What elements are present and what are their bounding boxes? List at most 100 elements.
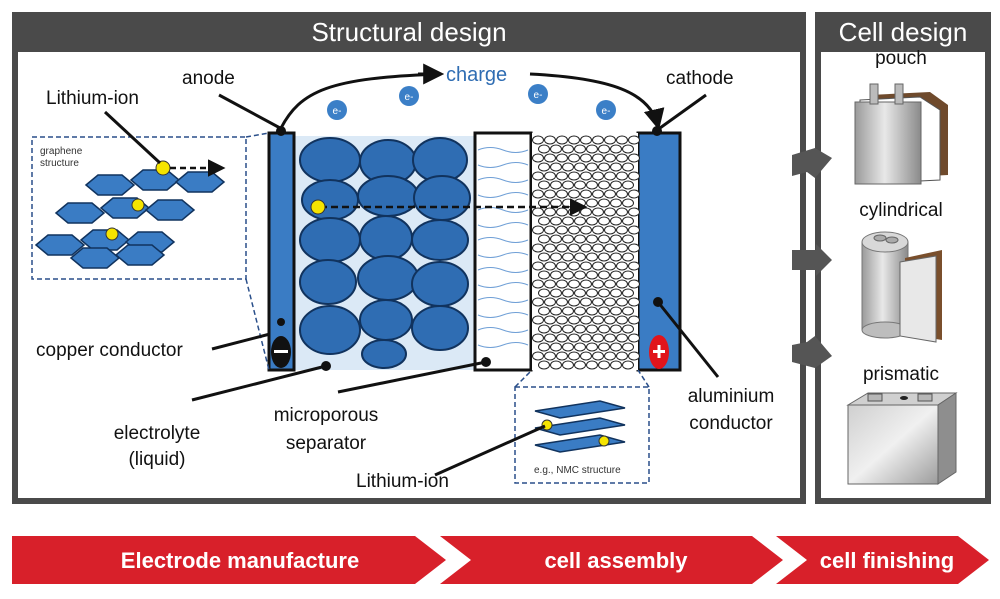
cathode-grain: [580, 261, 592, 271]
cathode-grain: [610, 234, 622, 244]
cathode-grain: [574, 306, 586, 316]
cathode-grain: [574, 162, 586, 172]
cathode-grain: [592, 279, 604, 289]
process-arrows: [12, 536, 989, 584]
cathode-grain: [592, 207, 604, 217]
microporous-label: microporous: [273, 405, 379, 426]
cathode-grain: [538, 234, 550, 244]
cathode-grain: [616, 261, 628, 271]
cathode-grain: [544, 333, 556, 343]
process-step-2: [440, 536, 783, 584]
cathode-grain: [562, 270, 574, 280]
cathode-grain: [544, 153, 556, 163]
cathode-grain: [598, 144, 610, 154]
cathode-grain: [622, 144, 634, 154]
cathode-grain: [574, 288, 586, 298]
callout-dots: [277, 297, 663, 371]
cathode-grain: [586, 234, 598, 244]
cathode-grain: [598, 270, 610, 280]
cathode-grain: [568, 315, 580, 325]
cathode-connection-dot: [652, 126, 662, 136]
cathode-grain: [550, 162, 562, 172]
cathode-grain: [616, 279, 628, 289]
cathode-grain: [622, 216, 634, 226]
cathode-grain: [580, 243, 592, 253]
cathode-grain: [532, 171, 544, 181]
cathode-grain: [622, 270, 634, 280]
separator-fibers: [477, 147, 529, 348]
cathode-grain: [580, 315, 592, 325]
cathode-grain: [550, 324, 562, 334]
cathode-grain: [574, 342, 586, 352]
cathode-grain: [598, 306, 610, 316]
cathode-grain: [538, 216, 550, 226]
cathode-grain: [562, 162, 574, 172]
cathode-grain: [568, 189, 580, 199]
lithium-ion-label-bottom: Lithium-ion: [356, 471, 449, 492]
cathode-grain: [598, 342, 610, 352]
cell-type-pouch: pouch: [875, 48, 927, 69]
cathode-grain: [568, 153, 580, 163]
cathode-grain: [562, 144, 574, 154]
cathode-grain: [604, 333, 616, 343]
nmc-structure-label: e.g., NMC structure: [534, 465, 621, 476]
cathode-grain: [550, 144, 562, 154]
cathode-grain: [628, 171, 640, 181]
cathode-grain: [592, 297, 604, 307]
cathode-grain: [538, 180, 550, 190]
cathode-grain: [556, 315, 568, 325]
cathode-grain: [592, 225, 604, 235]
cathode-grain: [556, 135, 568, 145]
cathode-grain: [598, 288, 610, 298]
cathode-grain: [544, 171, 556, 181]
cathode-grain: [604, 261, 616, 271]
cathode-grain: [538, 360, 550, 370]
aluminium-label: aluminium: [687, 386, 775, 407]
cathode-grain: [538, 252, 550, 262]
cathode-grain: [556, 261, 568, 271]
cell-type-prismatic: prismatic: [862, 364, 939, 385]
cathode-grain: [538, 270, 550, 280]
process-label-cell-assembly: cell assembly: [544, 548, 688, 573]
electron-label: e-: [602, 106, 611, 117]
cathode-grain: [628, 351, 640, 361]
electrolyte-sub-label: (liquid): [128, 449, 186, 470]
cathode-grain: [616, 351, 628, 361]
cathode-grain: [598, 198, 610, 208]
cathode-grain: [586, 162, 598, 172]
anode-particles: [299, 137, 471, 369]
copper-conductor-label: copper conductor: [36, 340, 183, 361]
cathode-grain: [586, 288, 598, 298]
cathode-grain: [616, 207, 628, 217]
cathode-grain: [580, 333, 592, 343]
cathode-grain: [532, 243, 544, 253]
electrolyte-label: electrolyte: [113, 423, 201, 444]
cathode-grain: [622, 324, 634, 334]
cathode-grain: [604, 315, 616, 325]
cathode-grain: [628, 225, 640, 235]
cathode-grain: [574, 234, 586, 244]
cathode-grain: [544, 243, 556, 253]
cathode-grain: [592, 243, 604, 253]
cathode-grain: [532, 207, 544, 217]
separator-label: separator: [285, 433, 367, 454]
cathode-grain: [550, 270, 562, 280]
cathode-grain: [550, 306, 562, 316]
cathode-grain: [532, 333, 544, 343]
cathode-grain: [580, 297, 592, 307]
cathode-grain: [580, 351, 592, 361]
cathode-grain: [586, 180, 598, 190]
cathode-grain: [592, 189, 604, 199]
cathode-grain: [532, 351, 544, 361]
cathode-grain: [610, 306, 622, 316]
cathode-grain: [550, 180, 562, 190]
cathode-grain: [604, 297, 616, 307]
cathode-grain: [568, 297, 580, 307]
cathode-grain: [604, 153, 616, 163]
cathode-grain: [628, 243, 640, 253]
cathode-grain: [604, 225, 616, 235]
cathode-grain: [580, 279, 592, 289]
cathode-grain: [574, 360, 586, 370]
cathode-grain: [544, 261, 556, 271]
